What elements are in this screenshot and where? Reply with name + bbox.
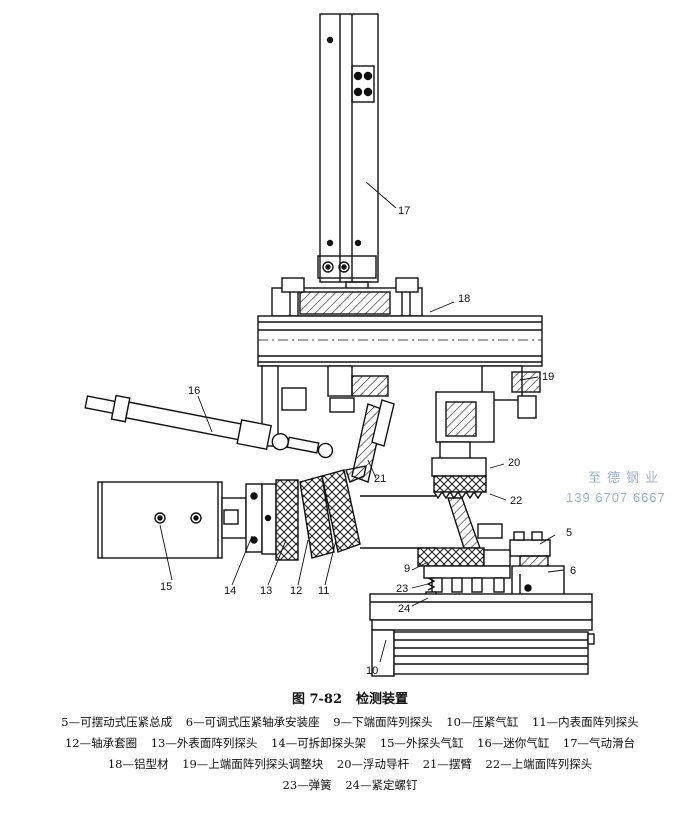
legend-item: 5—可摆动式压紧总成 [61,715,173,729]
parts-legend: 5—可摆动式压紧总成 6—可调式压紧轴承安装座 9—下端面阵列探头 10—压紧气… [20,712,680,796]
label-19: 19 [542,371,554,383]
label-12: 12 [290,585,302,597]
legend-item: 15—外探头气缸 [379,736,464,750]
bottom-face-array-probe-9 [417,547,511,593]
label-24: 24 [398,603,410,615]
watermark-phone: 139 6707 6667 [566,490,666,505]
figure-number: 图 7-82 [291,692,343,707]
figure-title: 检测装置 [356,692,409,707]
bearing-ring-12 [299,475,335,559]
detachable-probe-holder-14 [245,483,277,555]
label-10: 10 [366,665,378,677]
legend-item: 24—紧定螺钉 [345,778,418,792]
legend-item: 20—浮动导杆 [336,757,410,771]
label-5: 5 [566,527,572,539]
legend-item: 16—迷你气缸 [477,736,550,750]
legend-item: 18—铝型材 [107,757,169,771]
swing-arm-21 [351,399,395,483]
figure-caption: 图 7-82 检测装置 [0,688,700,707]
label-11: 11 [318,585,329,597]
legend-item: 11—内表面阵列探头 [532,715,639,729]
legend-item: 9—下端面阵列探头 [333,715,433,729]
legend-item: 12—轴承套圈 [64,736,138,750]
pneumatic-slide-17 [317,13,379,307]
legend-item: 13—外表面阵列探头 [150,736,258,750]
label-21: 21 [374,473,386,485]
label-16: 16 [188,385,200,397]
label-14: 14 [224,585,236,597]
legend-line: 18—铝型材 19—上端面阵列探头调整块 20—浮动导杆 21—摆臂 22—上端… [20,754,680,775]
label-6: 6 [570,565,576,577]
watermark-name: 至德钢业 [588,471,664,486]
label-13: 13 [260,585,272,597]
clamp-cylinder-10 [369,593,595,677]
legend-item: 19—上端面阵列探头调整块 [182,757,324,771]
label-17: 17 [398,205,410,217]
legend-item: 6—可调式压紧轴承安装座 [185,715,320,729]
label-20: 20 [508,457,520,469]
mini-cylinder-16 [84,394,334,459]
label-18: 18 [458,293,470,305]
floating-guide-rod-20 [431,441,487,477]
outer-surface-array-probe-13 [275,479,299,561]
beam-brackets [261,365,541,447]
inner-surface-array-probe-11 [321,465,367,553]
label-15: 15 [160,581,172,593]
label-22: 22 [510,495,522,507]
legend-item: 10—压紧气缸 [446,715,519,729]
aluminum-profile-18 [257,277,543,367]
legend-item: 17—气动滑台 [562,736,636,750]
legend-item: 23—弹簧 [282,778,332,792]
mechanical-drawing: 至德钢业 139 6707 6667 5 6 9 10 11 12 13 14 … [84,13,666,677]
legend-item: 22—上端面阵列探头 [485,757,593,771]
label-9: 9 [404,563,410,575]
legend-line: 5—可摆动式压紧总成 6—可调式压紧轴承安装座 9—下端面阵列探头 10—压紧气… [20,712,680,733]
leader-lines [159,181,565,663]
label-23: 23 [396,583,408,595]
legend-item: 14—可拆卸探头架 [271,736,367,750]
legend-item: 21—摆臂 [422,757,472,771]
top-face-array-probe-22 [433,475,487,549]
legend-line: 23—弹簧 24—紧定螺钉 [20,775,680,796]
legend-line: 12—轴承套圈 13—外表面阵列探头 14—可拆卸探头架 15—外探头气缸 16… [20,733,680,754]
outer-probe-cylinder-15 [97,481,247,559]
